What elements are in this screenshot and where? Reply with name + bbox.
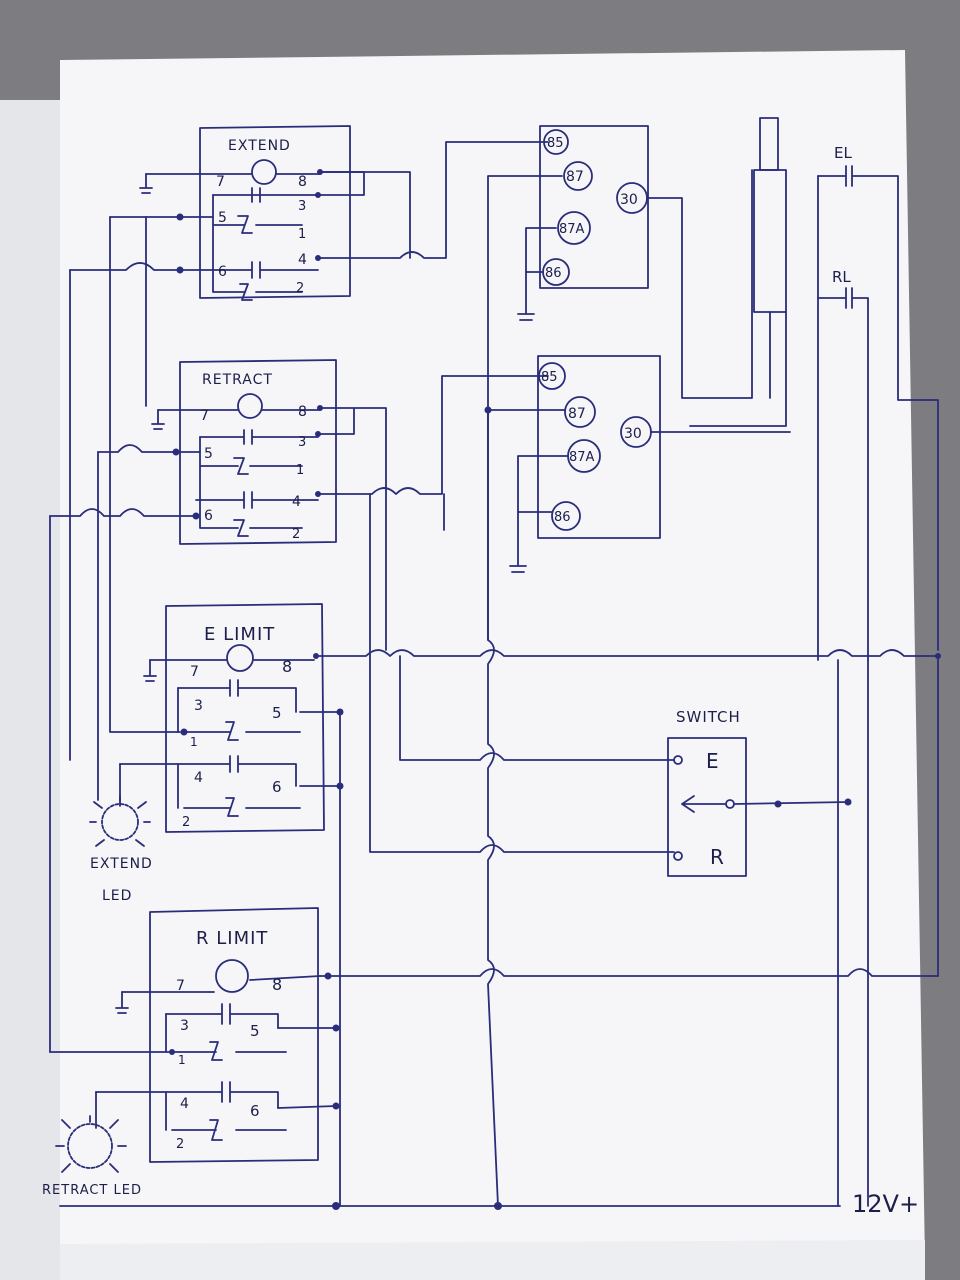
extend-pin-2: 2 (296, 281, 304, 296)
relay-2 (487, 355, 791, 573)
e-limit-title: E LIMIT (204, 624, 275, 645)
retract-module-box (179, 359, 337, 545)
extend-pin-4: 4 (298, 252, 307, 268)
switch-module (369, 493, 849, 877)
extend-pin-6: 6 (218, 264, 227, 280)
supply-label: 12V+ (852, 1190, 919, 1218)
extend-pin-3: 3 (298, 199, 306, 214)
relay-2-pin-85: 85 (541, 370, 558, 385)
extend-led-label-line2: LED (102, 888, 132, 904)
retract-led-icon (67, 1123, 113, 1169)
relay-1-pin-30: 30 (620, 192, 638, 208)
r-limit-pin-6: 6 (250, 1102, 260, 1120)
extend-led-icon (101, 803, 139, 841)
retract-pin-5: 5 (204, 446, 213, 462)
relay-2-pin-86: 86 (554, 510, 571, 525)
extend-pin-1: 1 (298, 227, 306, 242)
e-limit-pin-7: 7 (190, 664, 199, 680)
relay-1-pin-87a: 87A (559, 222, 585, 237)
e-limit-pin-5: 5 (272, 704, 282, 722)
r-limit-pin-2: 2 (176, 1137, 184, 1152)
e-limit-pin-2: 2 (182, 815, 190, 830)
e-limit-pin-8: 8 (282, 657, 292, 676)
r-limit-pin-4: 4 (180, 1096, 189, 1112)
extend-pin-7: 7 (216, 174, 225, 190)
e-limit-pin-6: 6 (272, 778, 282, 796)
extend-coil-icon (251, 159, 277, 185)
extend-led-label-line1: EXTEND (90, 856, 153, 872)
extend-module-box (199, 125, 351, 299)
el-contact-label: EL (834, 144, 852, 162)
r-limit-title: R LIMIT (196, 928, 268, 949)
retract-module-title: RETRACT (202, 372, 273, 388)
relay-1-pin-86: 86 (545, 266, 562, 281)
extend-pin-5: 5 (218, 210, 227, 226)
switch-title: SWITCH (676, 708, 741, 726)
retract-module (49, 359, 549, 651)
r-limit-coil-icon (215, 959, 249, 993)
extend-module-title: EXTEND (228, 138, 291, 154)
relay-2-pin-30: 30 (624, 426, 642, 442)
relay-2-box (537, 355, 661, 539)
retract-pin-3: 3 (298, 435, 306, 450)
retract-pin-1: 1 (296, 463, 304, 478)
switch-e-label: E (706, 749, 719, 773)
switch-r-label: R (710, 845, 724, 869)
r-limit-pin-1: 1 (178, 1053, 186, 1067)
relay-2-pin-87a: 87A (569, 450, 595, 465)
e-limit-pin-1: 1 (190, 735, 198, 749)
e-limit-module-box (165, 603, 325, 833)
relay-1-pin-87: 87 (566, 169, 584, 185)
r-limit-module (49, 907, 939, 1173)
e-limit-pin-4: 4 (194, 770, 203, 786)
r-limit-pin-5: 5 (250, 1022, 260, 1040)
r-limit-pin-8: 8 (272, 975, 282, 994)
retract-pin-8: 8 (298, 404, 307, 420)
relay-1-pin-85: 85 (547, 136, 564, 151)
back-sheet (0, 100, 60, 1280)
retract-led-label: RETRACT LED (42, 1183, 142, 1198)
e-limit-coil-icon (226, 644, 254, 672)
retract-pin-7: 7 (200, 408, 209, 424)
rl-contact-label: RL (832, 268, 851, 286)
relay-2-pin-87: 87 (568, 406, 586, 422)
relay-1-box (539, 125, 649, 289)
r-limit-pin-3: 3 (180, 1018, 189, 1034)
r-limit-pin-7: 7 (176, 978, 185, 994)
limit-contacts (817, 165, 939, 661)
r-limit-module-box (149, 907, 319, 1163)
switch-box (667, 737, 747, 877)
bottom-strip (60, 1240, 925, 1280)
extend-module (139, 125, 549, 301)
e-limit-pin-3: 3 (194, 698, 203, 714)
retract-pin-2: 2 (292, 527, 300, 542)
retract-coil-icon (237, 393, 263, 419)
actuator-icon (689, 117, 787, 427)
extend-pin-8: 8 (298, 174, 307, 190)
retract-pin-4: 4 (292, 494, 301, 510)
main-sheet (60, 50, 925, 1276)
retract-pin-6: 6 (204, 508, 213, 524)
